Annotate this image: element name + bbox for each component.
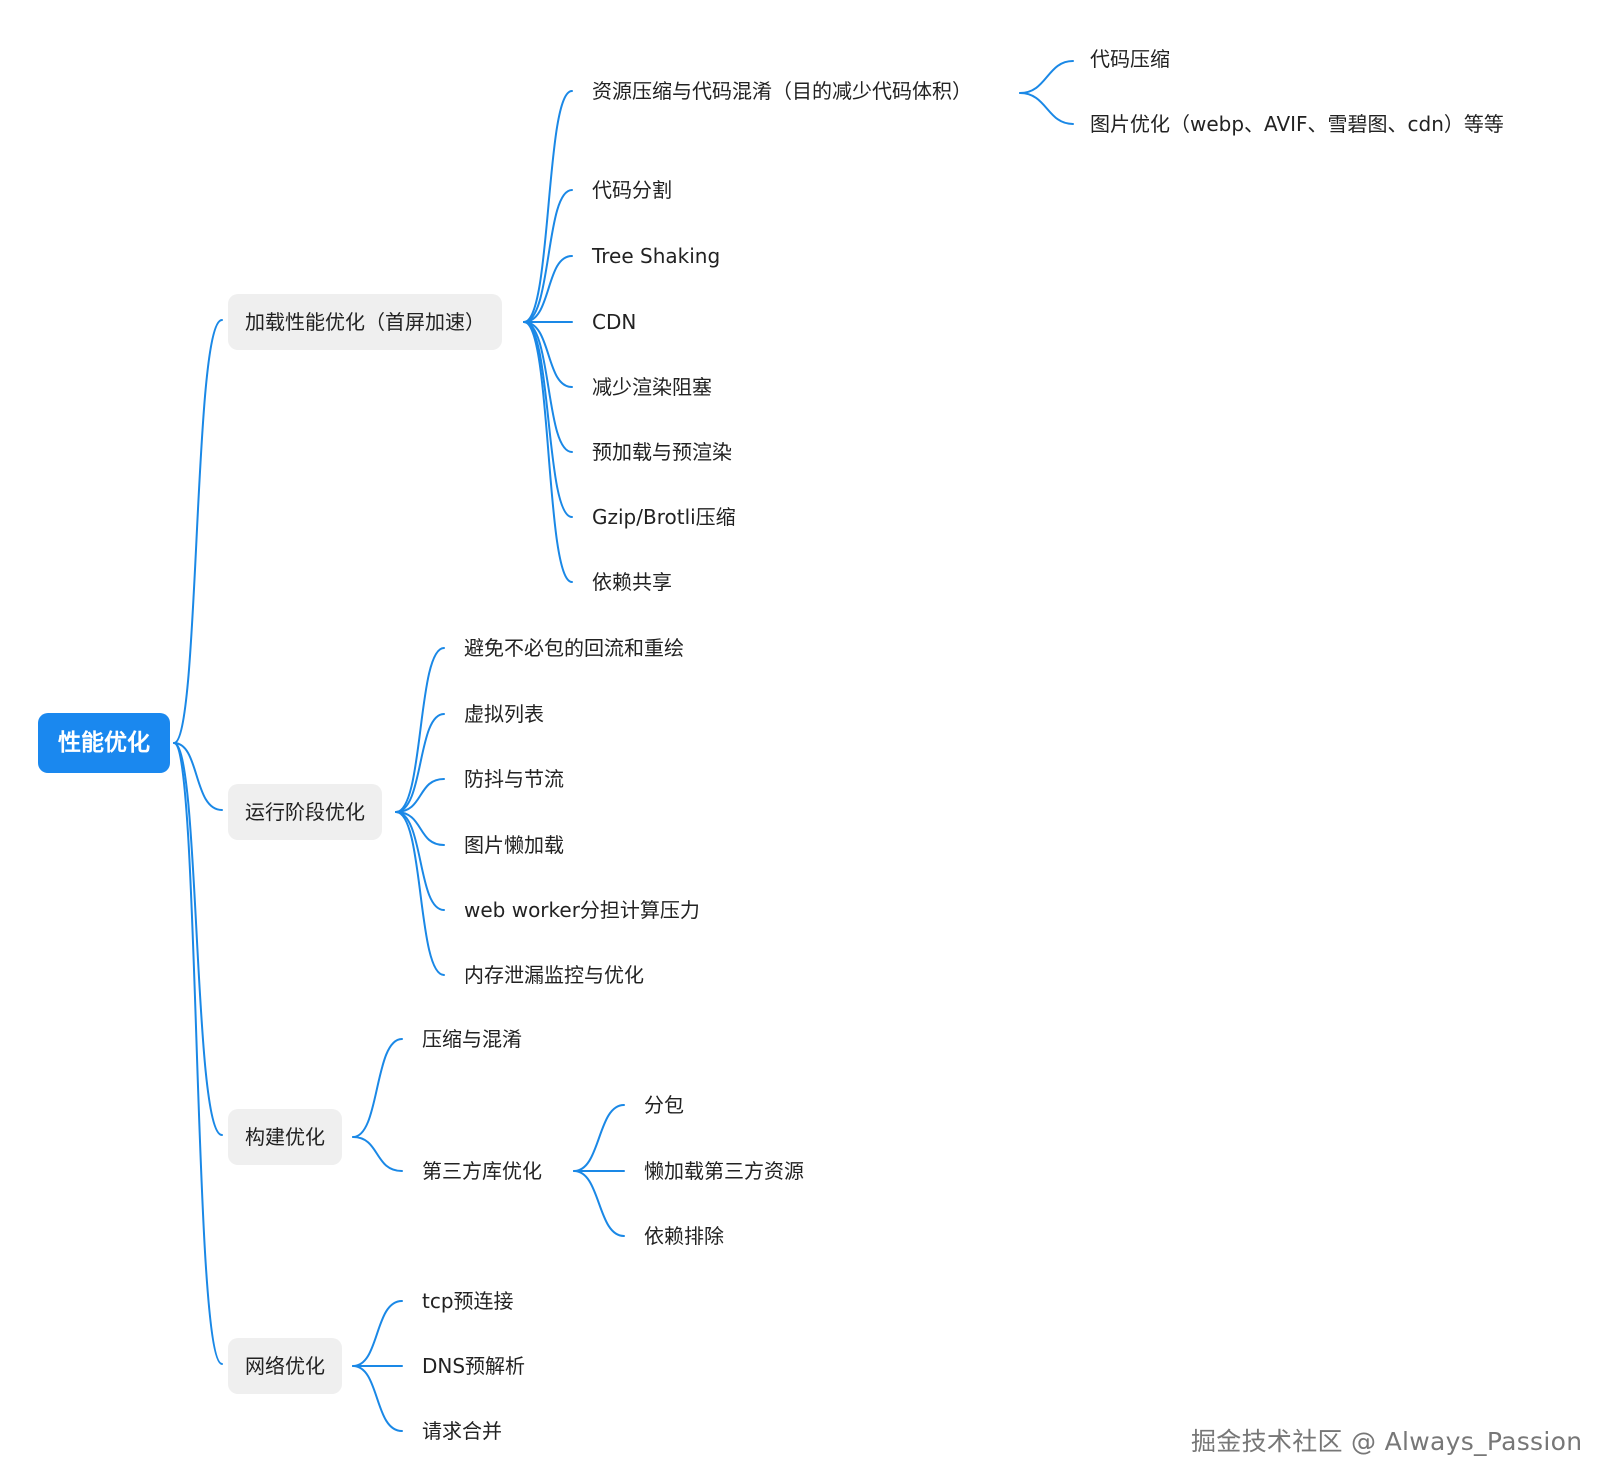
- link-network-c0: [352, 1300, 403, 1367]
- link-compress-c1: [1019, 92, 1074, 125]
- branch-build: 构建优化: [228, 1109, 342, 1165]
- link-build-c0: [352, 1038, 403, 1138]
- node-debounce-throttle: 防抖与节流: [464, 767, 564, 791]
- link-runtime-c1: [395, 713, 445, 813]
- link-build-c1: [352, 1136, 403, 1172]
- node-avoid-reflow: 避免不必包的回流和重绘: [464, 636, 684, 660]
- link-runtime-c4: [395, 811, 445, 911]
- node-image-optimize: 图片优化（webp、AVIF、雪碧图、cdn）等等: [1090, 112, 1504, 136]
- node-lazyload-thirdparty: 懒加载第三方资源: [644, 1159, 804, 1183]
- node-thirdparty-optimize: 第三方库优化: [422, 1159, 542, 1183]
- link-compress-c0: [1019, 60, 1074, 94]
- link-runtime-c5: [395, 811, 445, 976]
- link-thirdparty-c0: [573, 1104, 625, 1172]
- link-root-loading: [173, 319, 223, 744]
- node-chunk-split: 分包: [644, 1093, 684, 1117]
- node-dependency-exclude: 依赖排除: [644, 1224, 724, 1248]
- node-cdn: CDN: [592, 310, 637, 334]
- node-dns-prefetch: DNS预解析: [422, 1354, 526, 1378]
- link-root-build: [173, 742, 223, 1136]
- node-request-merge: 请求合并: [422, 1419, 502, 1443]
- node-virtual-list: 虚拟列表: [464, 702, 544, 726]
- link-loading-c2: [523, 255, 573, 323]
- node-preload-prerender: 预加载与预渲染: [592, 440, 732, 464]
- node-web-worker: web worker分担计算压力: [464, 898, 700, 922]
- node-tcp-preconnect: tcp预连接: [422, 1289, 514, 1313]
- branch-runtime: 运行阶段优化: [228, 784, 382, 840]
- link-loading-c1: [523, 189, 573, 323]
- watermark: 掘金技术社区 @ Always_Passion: [1191, 1427, 1583, 1456]
- link-root-runtime: [173, 742, 223, 811]
- link-network-c2: [352, 1365, 403, 1432]
- link-loading-c7: [523, 321, 573, 583]
- branch-network: 网络优化: [228, 1338, 342, 1394]
- link-runtime-c0: [395, 647, 445, 813]
- link-loading-c4: [523, 321, 573, 388]
- link-loading-c5: [523, 321, 573, 453]
- node-memory-leak: 内存泄漏监控与优化: [464, 963, 644, 987]
- node-reduce-render-block: 减少渲染阻塞: [592, 375, 712, 399]
- link-root-network: [173, 742, 223, 1365]
- node-code-compress: 代码压缩: [1090, 47, 1170, 71]
- node-code-split: 代码分割: [592, 178, 672, 202]
- link-thirdparty-c2: [573, 1170, 625, 1237]
- node-compress-obfuscate: 压缩与混淆: [422, 1027, 522, 1051]
- link-loading-c6: [523, 321, 573, 518]
- node-dependency-share: 依赖共享: [592, 570, 672, 594]
- node-tree-shaking: Tree Shaking: [592, 244, 721, 268]
- root-node: 性能优化: [38, 713, 170, 773]
- node-gzip-brotli: Gzip/Brotli压缩: [592, 505, 736, 529]
- node-image-lazyload: 图片懒加载: [464, 833, 564, 857]
- branch-loading-performance: 加载性能优化（首屏加速）: [228, 294, 502, 350]
- link-loading-c0: [523, 90, 573, 323]
- link-runtime-c2: [395, 778, 445, 813]
- node-resource-compress: 资源压缩与代码混淆（目的减少代码体积）: [592, 79, 972, 103]
- link-runtime-c3: [395, 811, 445, 846]
